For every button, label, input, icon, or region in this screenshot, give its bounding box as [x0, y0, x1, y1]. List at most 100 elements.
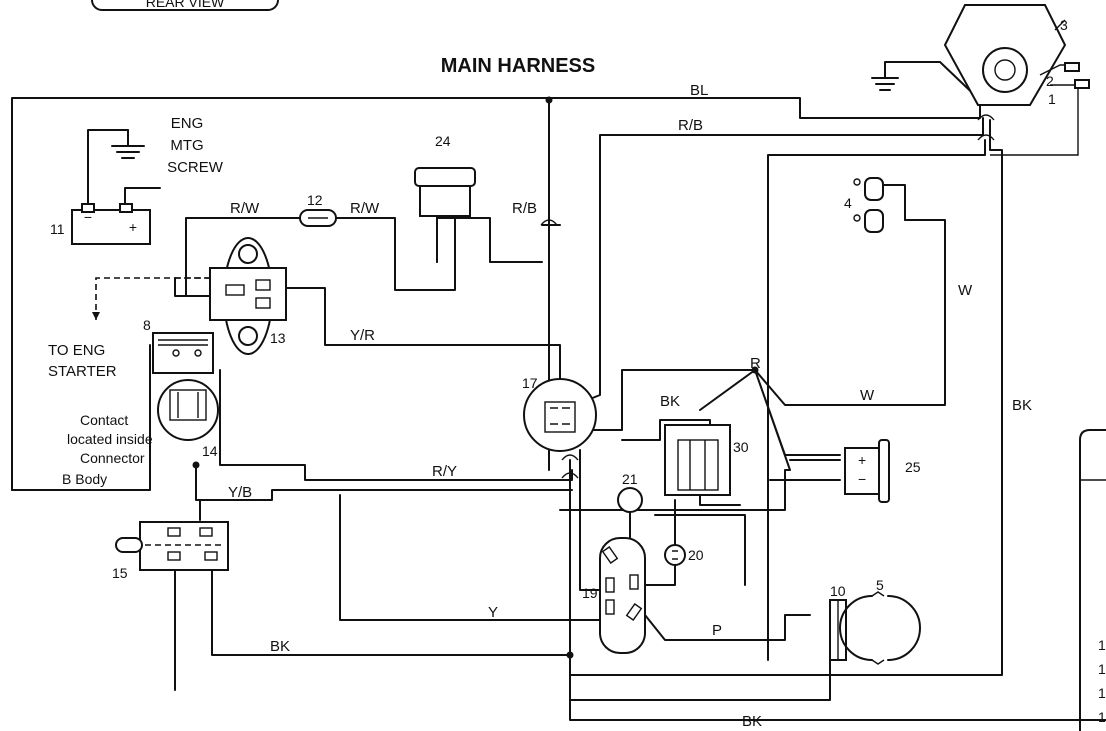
starter-note-1: TO ENG	[48, 342, 105, 359]
num-24: 24	[435, 133, 451, 149]
num-11: 11	[50, 221, 65, 237]
fuse-12	[299, 209, 337, 227]
component-21	[617, 487, 643, 513]
num-21: 21	[622, 471, 638, 487]
contact-note-4: B Body	[62, 471, 107, 487]
label-y: Y	[488, 604, 498, 621]
ground-icon-engine	[871, 61, 986, 106]
wire-r-star	[559, 369, 841, 511]
rear-view-text: REAR VIEW	[146, 0, 225, 10]
num-2: 2	[1046, 73, 1054, 89]
arrow-to-starter	[92, 312, 100, 320]
minus-icon-25: −	[858, 471, 866, 487]
connector-8	[152, 332, 214, 374]
label-bk-bottom: BK	[742, 713, 762, 730]
contact-note-3: Connector	[80, 450, 145, 466]
wire-w-4	[754, 219, 946, 406]
rear-view-caption: REAR VIEW	[91, 0, 279, 11]
wire-starter-dash	[95, 277, 210, 320]
legend-panel	[1079, 429, 1106, 731]
key-switch-19	[599, 537, 646, 654]
label-r: R	[750, 355, 761, 372]
num-8: 8	[143, 317, 151, 333]
num-12: 12	[307, 192, 323, 208]
plus-icon-25: +	[858, 452, 866, 468]
diagram-title: MAIN HARNESS	[441, 55, 595, 77]
component-30	[664, 424, 731, 496]
label-w-upper: W	[958, 282, 973, 299]
starter-note-2: STARTER	[48, 363, 117, 380]
ground-note-2: MTG	[170, 137, 203, 154]
ground-note-1: ENG	[171, 115, 204, 132]
label-p: P	[712, 622, 722, 639]
wire-13-bl	[174, 277, 216, 297]
component-25: + −	[844, 439, 890, 503]
label-bk-low: BK	[270, 638, 290, 655]
wire-bl	[11, 97, 981, 491]
wire-bk-low	[211, 559, 831, 701]
contact-note-1: Contact	[80, 412, 128, 428]
connector-10	[829, 599, 847, 661]
num-25: 25	[905, 459, 921, 475]
num-17: 17	[522, 375, 538, 391]
junctions	[192, 96, 995, 659]
label-bk-mid: BK	[660, 393, 680, 410]
num-19: 19	[582, 585, 598, 601]
label-rb-mid: R/B	[512, 200, 537, 217]
battery-plus-icon: +	[129, 219, 137, 235]
num-15: 15	[112, 565, 128, 581]
label-rb-top: R/B	[678, 117, 703, 134]
legend-fragments: 1 1 1 1	[1098, 637, 1106, 725]
num-3: 3	[1060, 17, 1068, 33]
engine-3	[943, 4, 1090, 156]
wire-rb-mid	[436, 217, 543, 263]
wire-yb	[195, 464, 573, 501]
ground-icon	[111, 129, 145, 159]
connector-4	[853, 177, 906, 233]
wire-19-right	[654, 514, 746, 586]
label-w-lower: W	[860, 387, 875, 404]
battery-minus-icon: −	[84, 209, 92, 225]
component-24	[414, 167, 476, 263]
ground-note-3: SCREW	[167, 159, 224, 176]
connector-14	[157, 379, 219, 441]
label-yr: Y/R	[350, 327, 375, 344]
wire-labels: BL R/B R/W R/W R/B W W BK Y/R R BK R/Y Y…	[228, 82, 1032, 730]
contact-note-2: located inside	[67, 431, 153, 447]
wire-ry	[219, 369, 573, 481]
wire-bk-right	[569, 119, 1106, 721]
num-10: 10	[830, 583, 846, 599]
label-rw-right: R/W	[350, 200, 380, 217]
wire-rb-top	[574, 117, 984, 406]
component-20	[664, 544, 686, 566]
label-bl: BL	[690, 82, 708, 99]
harness-wires	[11, 97, 1106, 721]
num-30: 30	[733, 439, 749, 455]
wire-20-19	[644, 499, 676, 586]
component-numbers: 1 2 3 4 5 8 10 11 12 13 14 15 17 19 20 2…	[50, 17, 1068, 601]
num-4: 4	[844, 195, 852, 211]
wire-30-down	[699, 494, 741, 506]
legend-1: 1	[1098, 637, 1106, 653]
notes: ENG MTG SCREW TO ENG STARTER Contact loc…	[48, 115, 224, 487]
num-14: 14	[202, 443, 218, 459]
num-1: 1	[1048, 91, 1056, 107]
label-bk-right: BK	[1012, 397, 1032, 414]
wire-p	[644, 614, 811, 641]
wire-bus-3	[579, 449, 601, 591]
wire-rw-right	[334, 217, 456, 291]
wire-batt-gnd	[87, 129, 129, 211]
legend-4: 1	[1098, 709, 1106, 725]
label-ry: R/Y	[432, 463, 457, 480]
num-13: 13	[270, 330, 286, 346]
battery-11: − +	[71, 203, 151, 245]
legend-2: 1	[1098, 661, 1106, 677]
wire-contact	[11, 344, 151, 491]
label-yb: Y/B	[228, 484, 252, 501]
wire-yr	[282, 287, 561, 389]
wire-y	[199, 494, 606, 621]
num-5: 5	[876, 577, 884, 593]
num-20: 20	[688, 547, 704, 563]
wire-25	[769, 459, 841, 481]
